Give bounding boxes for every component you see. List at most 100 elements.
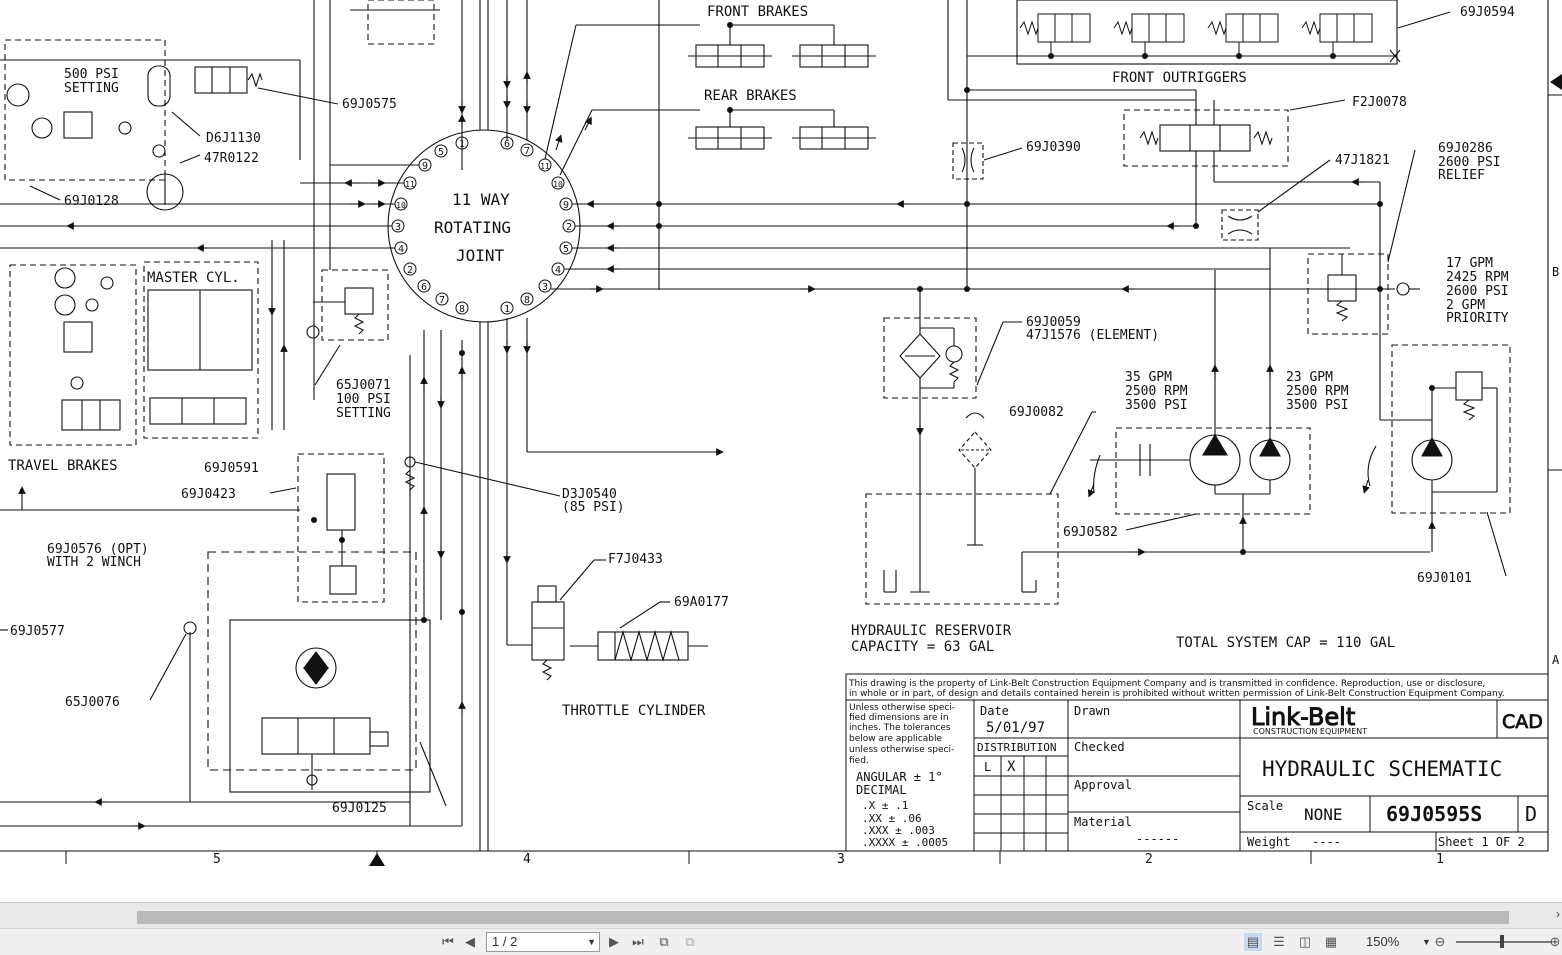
- label-travel-brakes: TRAVEL BRAKES: [8, 458, 118, 474]
- scale-value: NONE: [1304, 805, 1343, 824]
- label-69j0594: 69J0594: [1460, 5, 1515, 20]
- label-69j0576: 69J0576 (OPT): [47, 542, 149, 557]
- label-d3j0540: D3J0540: [562, 487, 617, 502]
- zoom-slider[interactable]: [1456, 941, 1552, 943]
- joint-port-label: 1: [459, 139, 465, 150]
- label-500psi-setting: SETTING: [64, 81, 119, 96]
- label-d6j1130: D6J1130: [206, 131, 261, 146]
- previous-view-icon[interactable]: ⧉: [659, 934, 669, 949]
- label-pump1-gpm2: 2 GPM: [1446, 298, 1485, 313]
- label-joint-11way: 11 WAY: [452, 190, 510, 209]
- zoom-slider-handle[interactable]: [1500, 935, 1504, 948]
- distribution-l: L: [984, 760, 991, 774]
- cad-stamp: CAD: [1502, 711, 1543, 733]
- tolerance-xx: .XX ± .06: [862, 812, 922, 825]
- label-500psi: 500 PSI: [64, 67, 119, 82]
- drawing-number: 69J0595S: [1386, 802, 1482, 826]
- label-reservoir-capacity: CAPACITY = 63 GAL: [851, 639, 994, 655]
- distribution-label: DISTRIBUTION: [977, 741, 1056, 754]
- continuous-icon[interactable]: ☰: [1273, 934, 1285, 949]
- scroll-right-icon[interactable]: ›: [1556, 907, 1560, 921]
- label-pump1-rpm: 2425 RPM: [1446, 270, 1509, 285]
- label-69j0390: 69J0390: [1026, 140, 1081, 155]
- zoom-out-icon[interactable]: ⊖: [1434, 934, 1446, 949]
- last-page-icon[interactable]: ⏭: [632, 934, 644, 949]
- joint-port-label: 3: [395, 222, 401, 233]
- label-d3j0540-psi: (85 PSI): [562, 500, 625, 515]
- material-label: Material: [1074, 815, 1132, 829]
- zone-label: 5: [213, 852, 221, 867]
- zoom-level[interactable]: 150%: [1366, 934, 1400, 949]
- tolerance-note: Unless otherwise speci-: [849, 703, 955, 713]
- label-69j0059: 69J0059: [1026, 315, 1081, 330]
- joint-port-label: 7: [524, 146, 530, 157]
- label-pump1-psi: 2600 PSI: [1446, 284, 1509, 299]
- tolerance-note: inches. The tolerances: [849, 723, 951, 733]
- joint-port-label: 4: [555, 265, 561, 276]
- page-number-value: 1 / 2: [492, 934, 518, 949]
- center-mark-icon: [369, 853, 385, 866]
- zoom-in-icon[interactable]: ⊕: [1549, 934, 1561, 949]
- label-69j0286: 69J0286: [1438, 141, 1493, 156]
- page-number-select[interactable]: 1 / 2 ▼: [486, 932, 600, 952]
- tolerance-note: fied dimensions are in: [849, 713, 949, 723]
- label-pump3-rpm: 2500 RPM: [1286, 384, 1349, 399]
- label-69j0286-relief: RELIEF: [1438, 168, 1485, 183]
- label-reservoir: HYDRAULIC RESERVOIR: [851, 623, 1012, 639]
- label-pump2-rpm: 2500 RPM: [1125, 384, 1188, 399]
- date-value: 5/01/97: [986, 720, 1045, 736]
- weight-label: Weight: [1247, 835, 1290, 849]
- joint-port-label: 8: [459, 304, 465, 315]
- label-pump2-psi: 3500 PSI: [1125, 398, 1188, 413]
- label-65j0071: 65J0071: [336, 378, 391, 393]
- joint-port-label: 9: [422, 161, 428, 172]
- sheet-number: Sheet 1 OF 2: [1438, 835, 1525, 849]
- next-page-icon[interactable]: ▶: [609, 934, 619, 949]
- tolerance-decimal: DECIMAL: [856, 783, 907, 797]
- label-65j0076: 65J0076: [65, 695, 120, 710]
- previous-page-icon[interactable]: ◀: [465, 934, 475, 949]
- joint-port-label: 9: [563, 200, 569, 211]
- logo-subtitle: CONSTRUCTION EQUIPMENT: [1253, 727, 1367, 736]
- joint-port-label: 10: [396, 201, 406, 210]
- drawing-sheet: FRONT BRAKES REAR BRAKES FRONT OUTRIGGER…: [0, 0, 1562, 867]
- approval-label: Approval: [1074, 778, 1132, 792]
- scrollbar-thumb[interactable]: [137, 911, 1509, 924]
- label-69j0576-winch: WITH 2 WINCH: [47, 555, 141, 570]
- zone-label: 2: [1145, 852, 1153, 867]
- label-pump1-gpm: 17 GPM: [1446, 256, 1493, 271]
- label-front-brakes: FRONT BRAKES: [707, 4, 808, 20]
- label-joint-rotating: ROTATING: [434, 218, 511, 237]
- title-notice: in whole or in part, of design and detai…: [849, 689, 1505, 699]
- zoom-dropdown-icon[interactable]: ▼: [1422, 937, 1431, 947]
- joint-port-label: 1: [504, 304, 510, 315]
- label-69j0591: 69J0591: [204, 461, 259, 476]
- label-47j1821: 47J1821: [1335, 153, 1390, 168]
- zone-label: 1: [1436, 852, 1444, 867]
- date-label: Date: [980, 704, 1009, 718]
- joint-port-label: 2: [566, 222, 572, 233]
- label-47r0122: 47R0122: [204, 151, 259, 166]
- label-69j0128: 69J0128: [64, 194, 119, 209]
- first-page-icon[interactable]: ⏮: [442, 934, 454, 949]
- next-view-icon[interactable]: ⧉: [685, 934, 695, 949]
- horizontal-scrollbar[interactable]: ›: [0, 902, 1562, 929]
- label-69j0082: 69J0082: [1009, 405, 1064, 420]
- single-page-icon[interactable]: ▤: [1244, 933, 1262, 951]
- revision-letter: D: [1525, 802, 1537, 826]
- joint-port-label: 8: [524, 295, 530, 306]
- label-69j0286-psi: 2600 PSI: [1438, 155, 1501, 170]
- title-notice: This drawing is the property of Link-Bel…: [848, 679, 1485, 689]
- label-pump2-gpm: 35 GPM: [1125, 370, 1172, 385]
- label-joint-joint: JOINT: [456, 246, 505, 265]
- continuous-facing-icon[interactable]: ▦: [1324, 934, 1338, 949]
- distribution-x: X: [1007, 759, 1016, 775]
- label-65j0071-setting: SETTING: [336, 406, 391, 421]
- label-69a0177: 69A0177: [674, 595, 729, 610]
- label-65j0071-psi: 100 PSI: [336, 392, 391, 407]
- logo-wordmark: Link-Belt: [1251, 703, 1355, 731]
- joint-port-label: 6: [504, 139, 510, 150]
- facing-icon[interactable]: ◫: [1298, 934, 1312, 949]
- label-rear-brakes: REAR BRAKES: [704, 88, 797, 104]
- zone-label: 4: [523, 852, 531, 867]
